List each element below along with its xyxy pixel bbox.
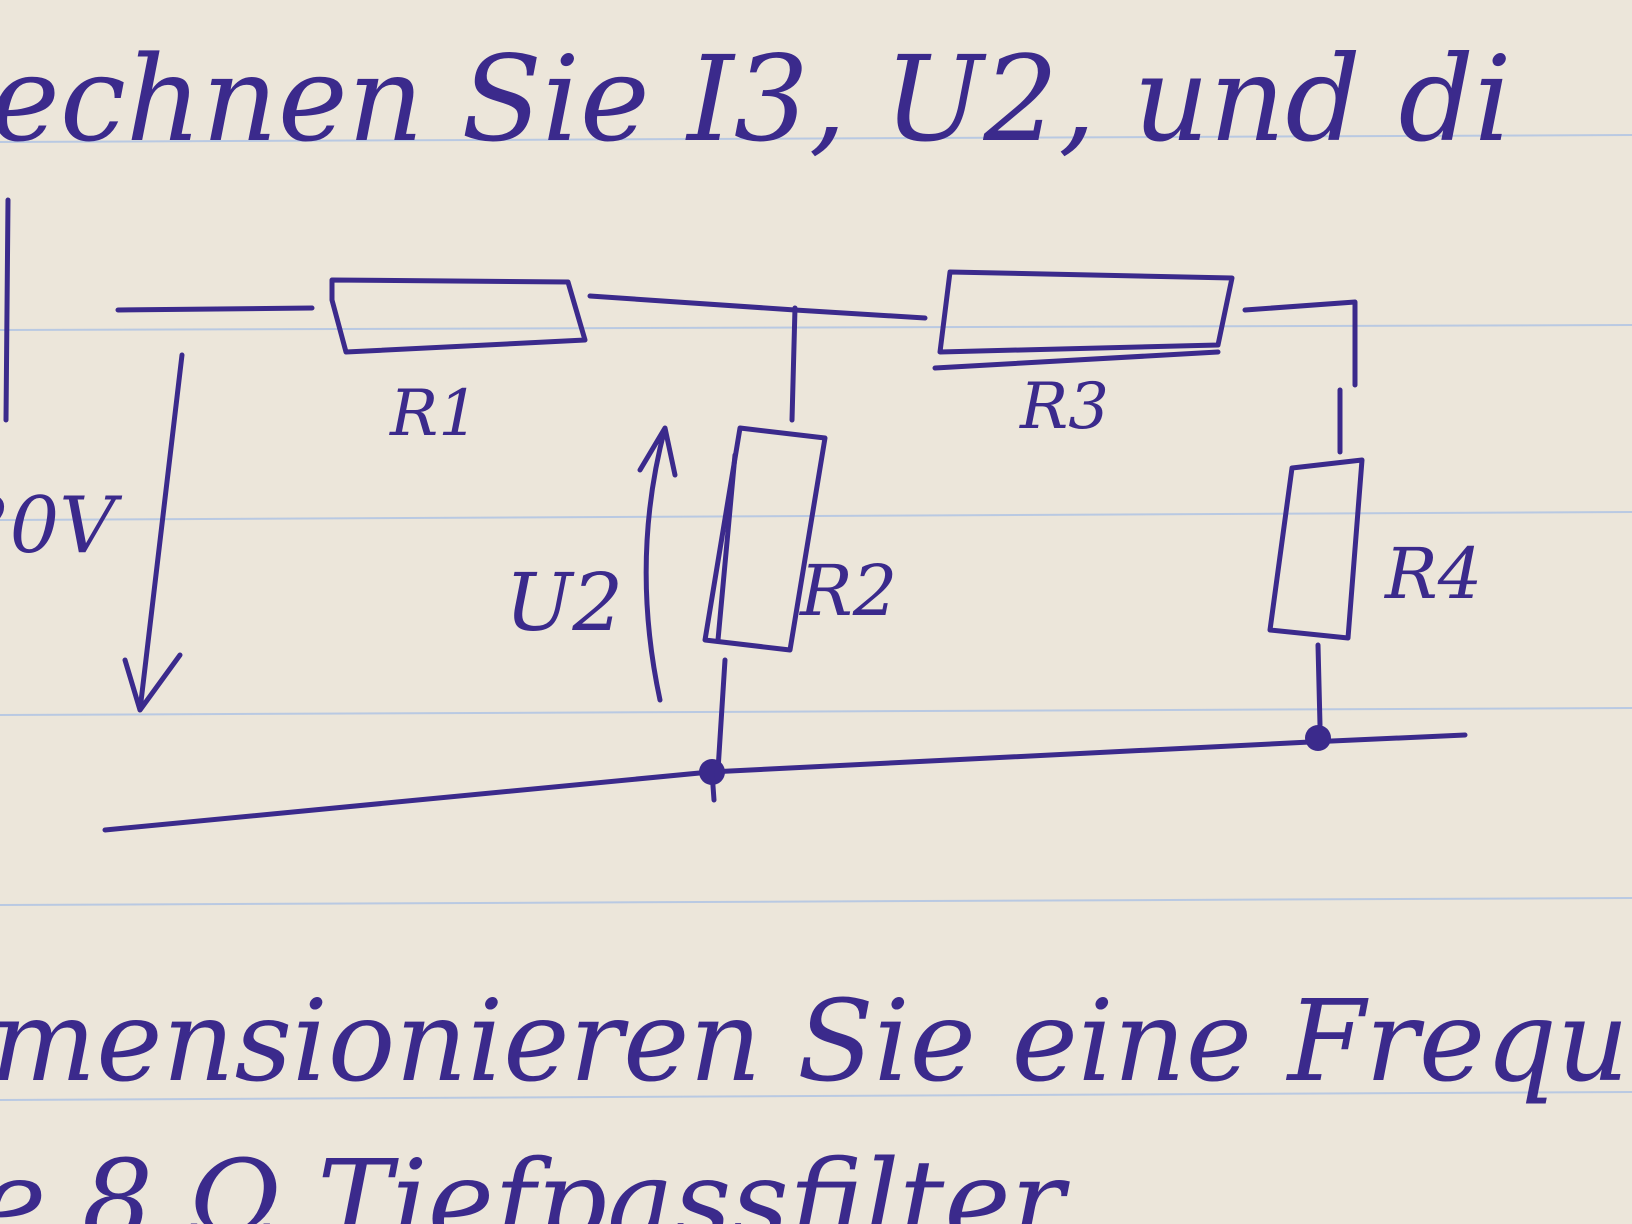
label-source-voltage: 20V xyxy=(0,481,122,571)
label-u2: U2 xyxy=(505,556,623,649)
wire-r2-bottom xyxy=(715,657,728,773)
label-r2: R2 xyxy=(798,550,897,632)
source-lead xyxy=(3,197,11,423)
resistor-r1 xyxy=(329,277,588,355)
label-r4: R4 xyxy=(1383,533,1482,615)
resistor-r4 xyxy=(1267,457,1365,641)
wire-r2-top xyxy=(789,305,798,423)
wire-r4-bottom xyxy=(1315,642,1323,728)
header-text: echnen Sie I3, U2, und di xyxy=(0,30,1512,168)
voltage-arrow-u2 xyxy=(637,425,678,703)
wire-top-middle xyxy=(587,293,928,321)
label-r1: R1 xyxy=(389,377,479,451)
label-r3: R3 xyxy=(1019,370,1109,444)
wire-top-left xyxy=(115,305,315,313)
resistor-r3 xyxy=(937,269,1235,355)
footer-text-line1: mensionieren Sie eine Freque xyxy=(0,977,1632,1107)
footer-text-line2: e 8 Ω Tiefpassfilter xyxy=(0,1137,1071,1224)
wire-bottom xyxy=(102,732,1468,833)
voltage-arrow-source xyxy=(122,352,185,713)
paper-ruling xyxy=(0,134,1632,1101)
circuit-diagram: R1 R3 R2 R4 20V U2 xyxy=(0,197,1482,833)
node-r4 xyxy=(1305,725,1331,751)
resistor-r2 xyxy=(702,425,828,653)
wire-top-right xyxy=(1242,299,1358,388)
